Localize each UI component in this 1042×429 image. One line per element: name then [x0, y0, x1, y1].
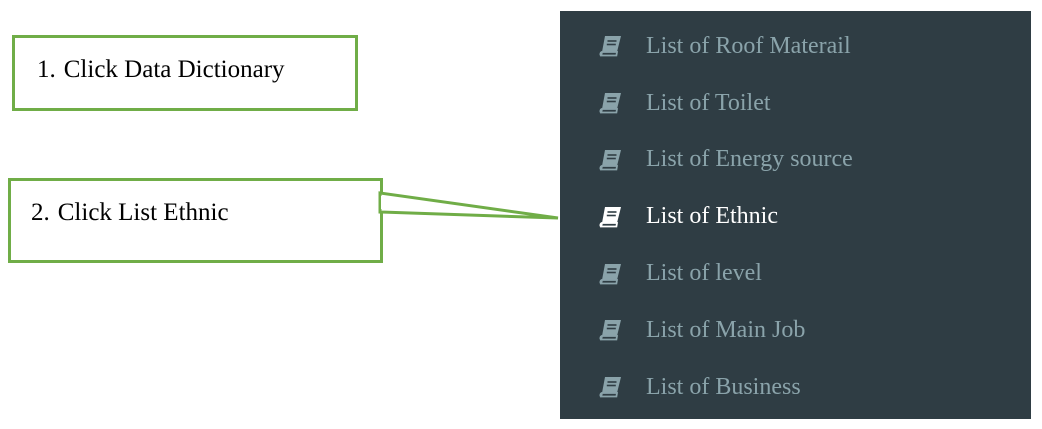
book-icon: [598, 33, 624, 59]
sidebar-item-main-job[interactable]: List of Main Job: [560, 302, 1031, 359]
callout-step-number: 2.: [31, 199, 50, 226]
sidebar-item-label: List of Main Job: [646, 316, 806, 343]
sidebar-item-label: List of Ethnic: [646, 203, 778, 230]
callout-step-1: 1. Click Data Dictionary: [12, 35, 358, 111]
book-icon: [598, 374, 624, 400]
sidebar-item-label: List of Roof Materail: [646, 32, 851, 59]
book-icon: [598, 147, 624, 173]
sidebar-item-energy-source[interactable]: List of Energy source: [560, 132, 1031, 189]
callout-step-text: Click List Ethnic: [57, 199, 229, 226]
sidebar-item-label: List of Business: [646, 373, 801, 400]
sidebar-item-roof-material[interactable]: List of Roof Materail: [560, 18, 1031, 75]
callout-step-text: Click Data Dictionary: [63, 56, 285, 83]
sidebar-item-label: List of level: [646, 260, 762, 287]
book-icon: [598, 261, 624, 287]
callout-step-number: 1.: [37, 56, 56, 83]
sidebar-menu: List of Roof Materail List of Toilet Lis…: [560, 11, 1031, 419]
sidebar-item-level[interactable]: List of level: [560, 245, 1031, 302]
book-icon: [598, 90, 624, 116]
callout-step-2: 2. Click List Ethnic: [8, 178, 383, 263]
book-icon: [598, 317, 624, 343]
sidebar-item-toilet[interactable]: List of Toilet: [560, 75, 1031, 132]
book-icon: [598, 204, 624, 230]
sidebar-item-label: List of Energy source: [646, 146, 853, 173]
sidebar-item-business[interactable]: List of Business: [560, 359, 1031, 416]
sidebar-item-ethnic[interactable]: List of Ethnic: [560, 188, 1031, 245]
sidebar-item-label: List of Toilet: [646, 89, 771, 116]
